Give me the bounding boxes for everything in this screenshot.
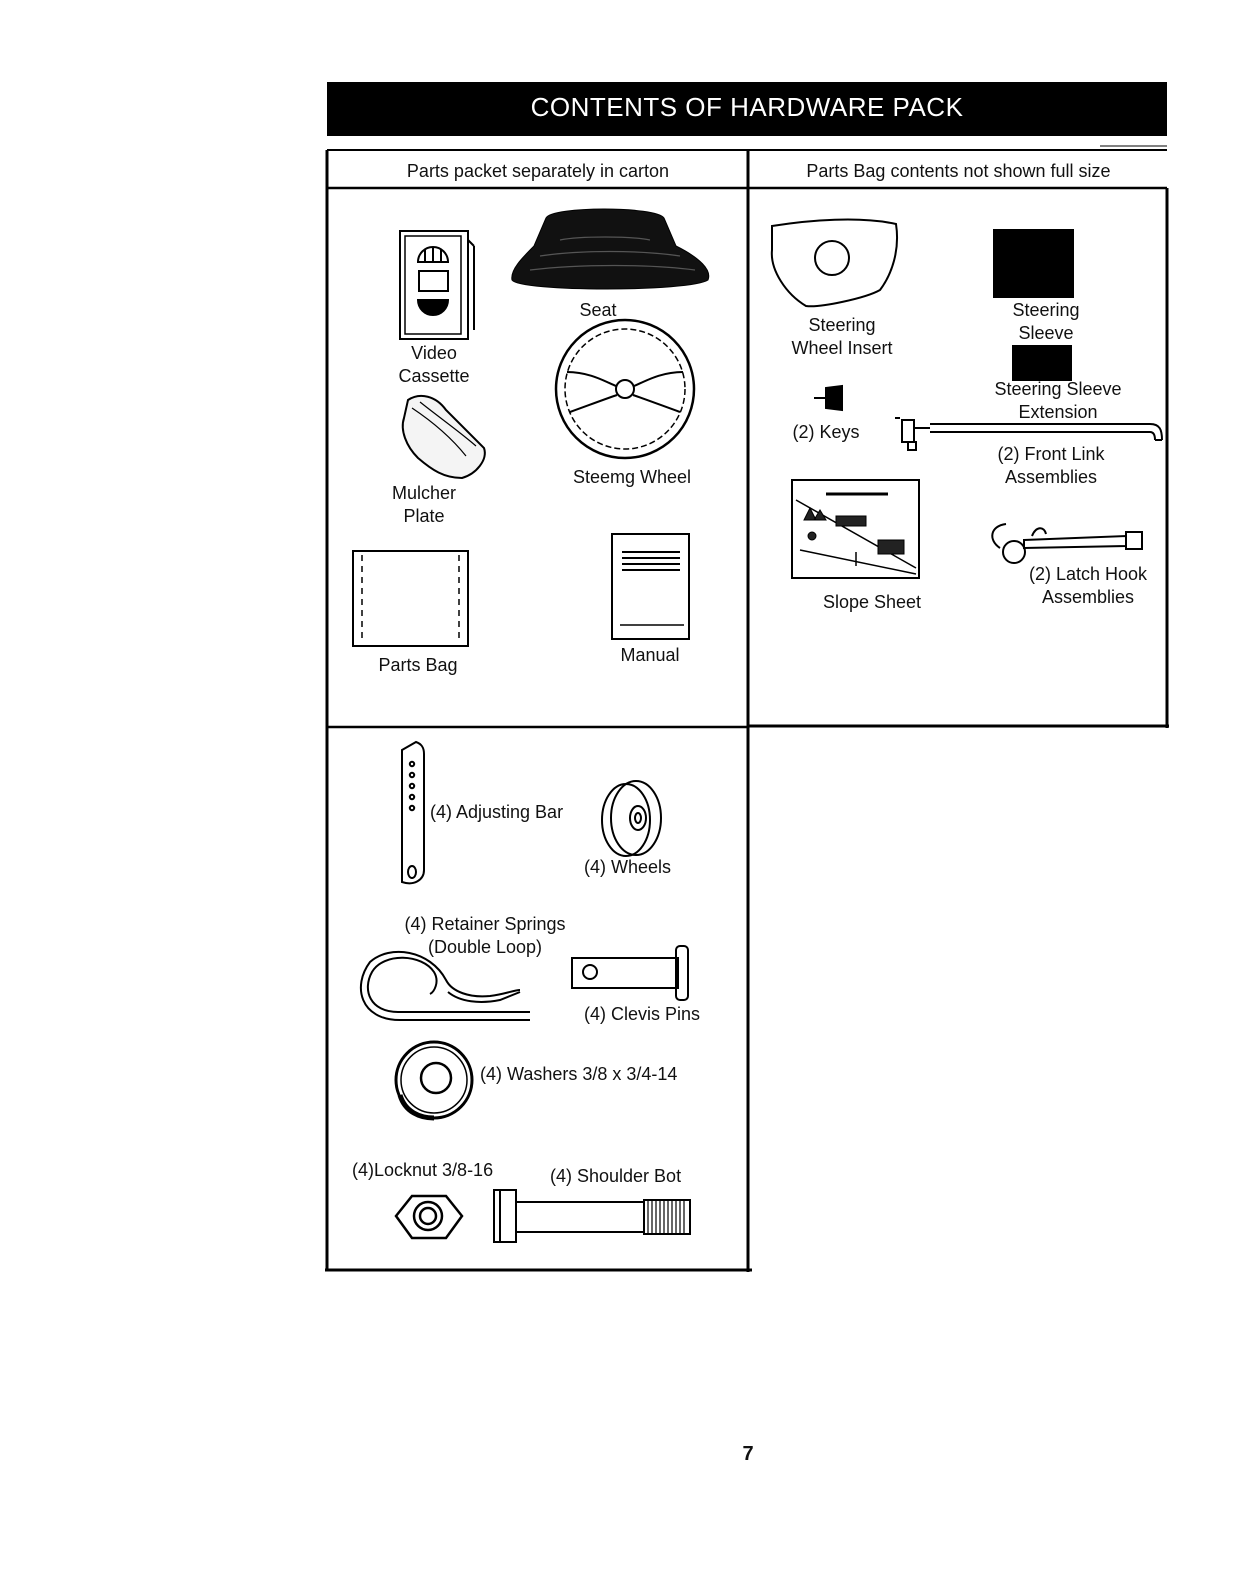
steering-sleeve-icon	[993, 229, 1074, 298]
front-link-label: (2) Front Link Assemblies	[986, 443, 1116, 489]
label-line: Assemblies	[1041, 587, 1135, 607]
mulcher-plate-label: Mulcher Plate	[384, 482, 464, 528]
adjusting-bar-icon	[401, 740, 425, 885]
slope-sheet-icon	[791, 479, 920, 579]
washer-icon	[394, 1040, 474, 1121]
front-link-icon	[895, 417, 1163, 451]
label-line: (2) Front Link	[997, 444, 1105, 464]
steering-sleeve-extension-label: Steering Sleeve Extension	[980, 378, 1136, 424]
mulcher-plate-icon	[401, 394, 486, 480]
label-line: Steering	[808, 315, 876, 335]
retainer-springs-label: (4) Retainer Springs (Double Loop)	[390, 913, 580, 959]
right-column-header: Parts Bag contents not shown full size	[806, 161, 1111, 181]
adjusting-bar-label: (4) Adjusting Bar	[430, 802, 564, 822]
clevis-pins-label: (4) Clevis Pins	[584, 1004, 701, 1024]
label-line: Plate	[403, 506, 445, 526]
latch-hook-label: (2) Latch Hook Assemblies	[1020, 563, 1156, 609]
left-column-header: Parts packet separately in carton	[406, 161, 670, 181]
steering-sleeve-label: Steering Sleeve	[996, 299, 1096, 345]
washers-label: (4) Washers 3/8 x 3/4-14	[480, 1064, 678, 1084]
label-line: Steering Sleeve	[994, 379, 1122, 399]
page-number: 7	[742, 1443, 754, 1465]
steering-wheel-label: Steemg Wheel	[572, 467, 692, 487]
seat-label: Seat	[579, 300, 617, 320]
seat-icon	[511, 208, 710, 290]
label-line: Wheel Insert	[791, 338, 893, 358]
wheel-icon	[601, 780, 662, 857]
clevis-pin-icon	[571, 945, 689, 1001]
retainer-spring-icon	[359, 950, 530, 1021]
parts-bag-label: Parts Bag	[378, 655, 458, 675]
steering-wheel-insert-label: Steering Wheel Insert	[782, 314, 902, 360]
label-line: Mulcher	[391, 483, 457, 503]
page-title: CONTENTS OF HARDWARE PACK	[327, 82, 1167, 136]
label-line: Video	[411, 343, 457, 363]
shoulder-bolt-icon	[493, 1189, 691, 1243]
key-icon	[814, 384, 843, 412]
locknut-icon	[394, 1194, 464, 1240]
wheels-label: (4) Wheels	[584, 857, 672, 877]
parts-bag-icon	[352, 550, 469, 647]
video-cassette-label: Video Cassette	[394, 342, 474, 388]
label-line: Sleeve	[1018, 323, 1074, 343]
video-cassette-icon	[399, 230, 475, 340]
shoulder-bolt-label: (4) Shoulder Bot	[550, 1166, 682, 1186]
latch-hook-icon	[991, 523, 1143, 564]
locknut-label: (4)Locknut 3/8-16	[352, 1160, 494, 1180]
label-line: Assemblies	[1004, 467, 1098, 487]
manual-icon	[611, 533, 690, 640]
label-line: (4) Retainer Springs	[404, 914, 566, 934]
slope-sheet-label: Slope Sheet	[822, 592, 922, 612]
table-frame	[325, 145, 1169, 1272]
label-line: (2) Latch Hook	[1028, 564, 1148, 584]
keys-label: (2) Keys	[792, 422, 860, 442]
manual-label: Manual	[620, 645, 680, 665]
label-line: (Double Loop)	[427, 937, 543, 957]
label-line: Extension	[1018, 402, 1098, 422]
label-line: Cassette	[398, 366, 470, 386]
steering-wheel-insert-icon	[770, 218, 898, 308]
steering-sleeve-extension-icon	[1012, 345, 1072, 381]
steering-wheel-icon	[554, 318, 696, 460]
label-line: Steering	[1012, 300, 1080, 320]
